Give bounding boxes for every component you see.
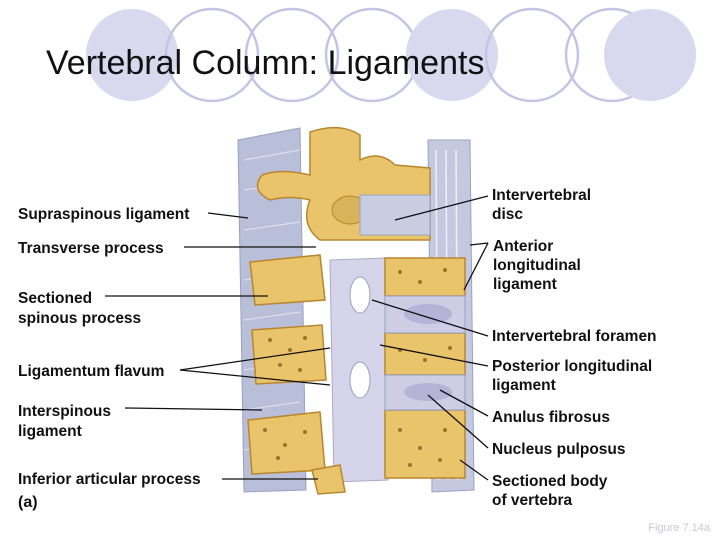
- ring-outline: [164, 7, 260, 103]
- ring-outline: [244, 7, 340, 103]
- label-sectioned-spinous-line2: spinous process: [18, 310, 142, 327]
- supraspinous-ligament-sheet: [237, 127, 307, 493]
- label-sectioned-body-line1: Sectioned body: [492, 473, 608, 490]
- sectioned-spinous-process-1: [249, 254, 326, 306]
- intervertebral-foramen-1: [349, 276, 371, 314]
- label-transverse-process: Transverse process: [18, 240, 164, 257]
- label-intervertebral-foramen: Intervertebral foramen: [492, 328, 657, 345]
- sectioned-spinous-process-3: [247, 411, 326, 475]
- ring-filled: [406, 9, 498, 101]
- label-inferior-articular-process: Inferior articular process: [18, 471, 201, 488]
- label-intervertebral-disc-line1: Intervertebral: [492, 187, 592, 204]
- figure-caption: Figure 7.14a: [648, 522, 710, 534]
- sectioned-vertebral-body-1: [384, 257, 466, 297]
- label-interspinous-line1: Interspinous: [18, 403, 112, 420]
- label-intervertebral-disc-line2: disc: [492, 206, 524, 223]
- inferior-articular-process: [311, 464, 346, 495]
- slide-title: Vertebral Column: Ligaments: [46, 44, 485, 82]
- nucleus-pulposus-3: [404, 383, 452, 401]
- label-ligamentum-flavum: Ligamentum flavum: [18, 363, 165, 380]
- intervertebral-foramen-2: [349, 361, 371, 399]
- label-sectioned-spinous-line1: Sectioned: [18, 290, 93, 307]
- label-posterior-line2: ligament: [492, 377, 556, 394]
- label-anterior-line2: longitudinal: [493, 257, 581, 274]
- leader-lines: [105, 195, 489, 481]
- label-anterior-line3: ligament: [493, 276, 557, 293]
- label-anterior-line1: Anterior: [493, 238, 554, 255]
- upper-intervertebral-disc: [359, 194, 431, 236]
- ring-filled: [86, 9, 178, 101]
- nucleus-pulposus-2: [404, 304, 452, 324]
- panel-label: (a): [18, 494, 38, 511]
- label-interspinous-line2: ligament: [18, 423, 82, 440]
- ring-outline: [484, 7, 580, 103]
- label-sectioned-body-line2: of vertebra: [492, 492, 573, 509]
- label-posterior-line1: Posterior longitudinal: [492, 358, 653, 375]
- decorative-rings: [86, 7, 696, 103]
- ring-filled: [604, 9, 696, 101]
- label-anulus-fibrosus: Anulus fibrosus: [492, 409, 610, 426]
- label-supraspinous-ligament: Supraspinous ligament: [18, 206, 190, 223]
- label-nucleus-pulposus: Nucleus pulposus: [492, 441, 626, 458]
- sectioned-vertebral-body-3: [384, 409, 466, 479]
